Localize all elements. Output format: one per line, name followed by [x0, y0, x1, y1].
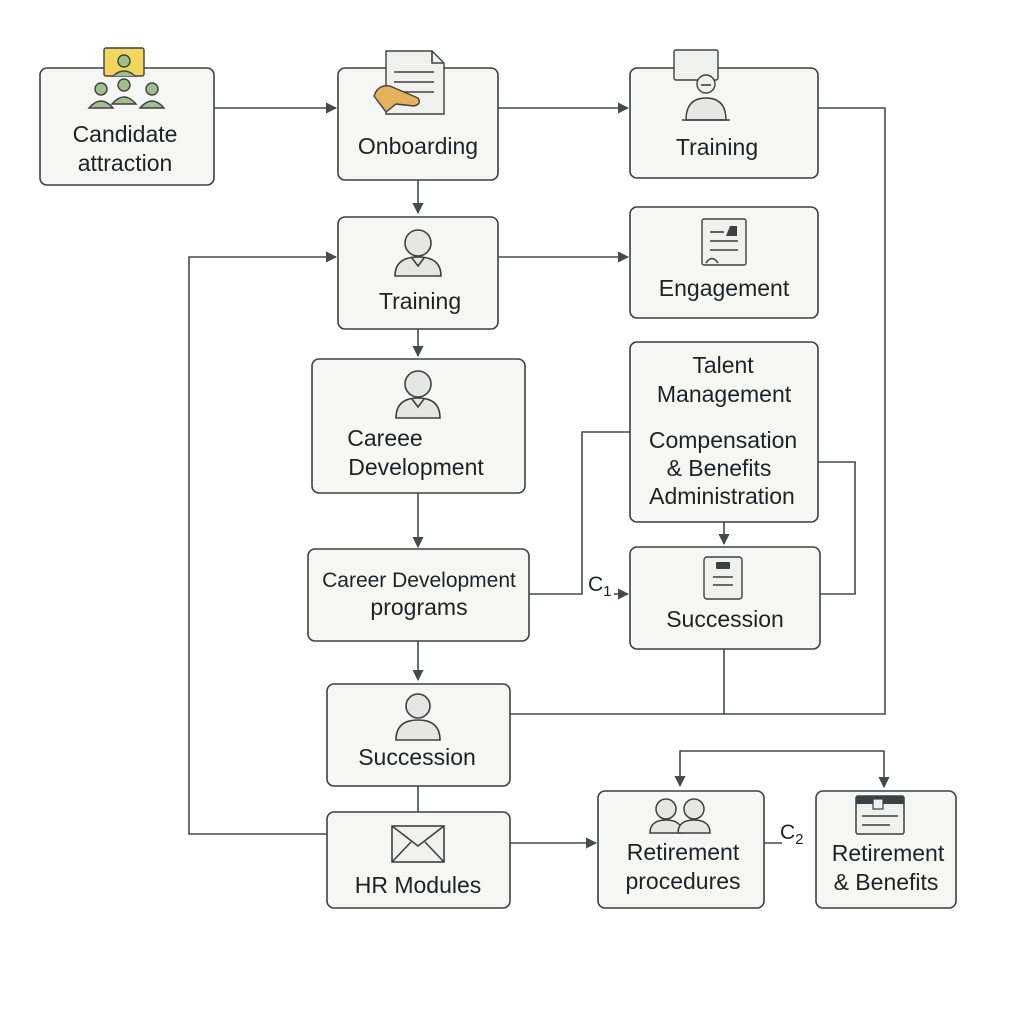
connector-c2-label: C2	[780, 821, 804, 848]
node-label-line: Management	[657, 381, 792, 407]
node-label-line: Development	[348, 454, 484, 480]
node-training-top[interactable]: Training	[629, 49, 819, 179]
certificate-icon	[701, 218, 747, 266]
node-hr-modules[interactable]: HR Modules	[326, 811, 511, 909]
node-career-development-programs[interactable]: Career Development programs	[307, 548, 530, 642]
node-label-line: & Benefits	[667, 455, 772, 481]
node-succession[interactable]: Succession	[326, 683, 511, 787]
clipboard-icon	[703, 556, 743, 600]
person-icon	[395, 693, 441, 741]
node-label-line: Career Development	[322, 569, 516, 592]
presenter-icon	[673, 49, 730, 121]
edge-training-top-outer-loop	[510, 107, 886, 715]
node-label: Succession	[666, 606, 784, 632]
node-engagement[interactable]: Engagement	[629, 206, 819, 319]
node-candidate-attraction[interactable]: Candidate attraction	[39, 47, 215, 186]
node-label-line: Candidate	[73, 121, 178, 147]
node-label-line: Compensation	[649, 427, 797, 453]
node-talent-management[interactable]: Talent Management Compensation & Benefit…	[629, 341, 819, 523]
node-label-line: & Benefits	[834, 869, 939, 895]
edge-programs-to-talent-management	[528, 431, 630, 595]
node-label-line: Retirement	[627, 839, 740, 865]
edge-feedback-loop-to-training	[188, 251, 338, 835]
node-label: HR Modules	[355, 872, 482, 898]
person-icon	[394, 229, 442, 277]
node-label: Training	[676, 134, 758, 160]
two-people-icon	[649, 798, 711, 834]
edge-retirement-split-left	[674, 750, 784, 788]
node-label: Onboarding	[358, 133, 478, 159]
node-retirement-procedures[interactable]: Retirement procedures	[597, 790, 765, 909]
monitor-icon	[855, 795, 905, 835]
node-label-line: Careee	[347, 425, 422, 451]
node-label-line: Retirement	[832, 840, 945, 866]
node-label: Succession	[358, 744, 476, 770]
person-icon	[395, 370, 441, 419]
node-label-line: procedures	[625, 868, 740, 894]
node-label-line: programs	[370, 594, 467, 620]
node-retirement-benefits[interactable]: Retirement & Benefits	[815, 790, 957, 909]
node-training[interactable]: Training	[337, 216, 499, 330]
node-label-line: Administration	[649, 483, 795, 509]
edges	[188, 102, 890, 849]
envelope-icon	[391, 825, 445, 863]
node-label: Training	[379, 288, 461, 314]
document-hand-icon	[373, 50, 445, 115]
edge-talent-succession-side-loop	[818, 461, 856, 595]
people-group-icon	[87, 47, 166, 109]
node-label: Engagement	[659, 275, 790, 301]
edge-retirement-split-right	[784, 750, 890, 789]
node-label-line: attraction	[78, 150, 173, 176]
node-label-line: Talent	[692, 352, 754, 378]
node-career-development[interactable]: Careee Development	[311, 358, 526, 494]
connector-c1-label: C1	[588, 573, 612, 600]
node-onboarding[interactable]: Onboarding	[337, 50, 499, 181]
node-succession-right[interactable]: Succession	[629, 546, 821, 650]
